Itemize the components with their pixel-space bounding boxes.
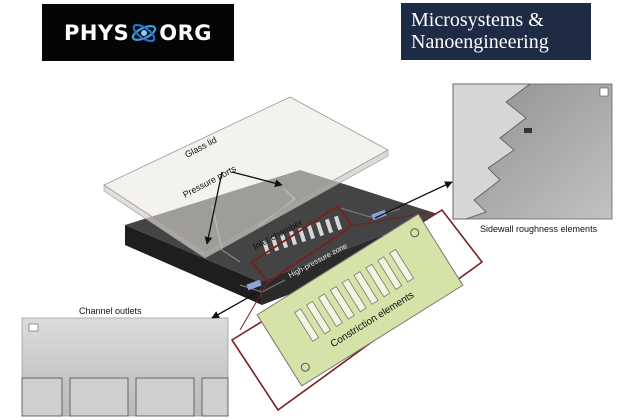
pressure-port-pointers xyxy=(204,171,283,245)
physorg-logo-left: PHYS xyxy=(63,20,130,45)
arrow-to-sidewall xyxy=(374,181,453,219)
physorg-swirl-icon xyxy=(132,23,157,42)
journal-logo-line2: Nanoengineering xyxy=(411,31,549,53)
inset-leader-line-2 xyxy=(239,281,269,331)
journal-logo: Microsystems & Nanoengineering xyxy=(401,3,591,60)
arrow-to-outlets xyxy=(211,291,259,319)
channel-outlets-label: Channel outlets xyxy=(79,306,142,316)
sidewall-sem-image xyxy=(452,83,613,220)
physorg-logo-right: ORG xyxy=(159,20,213,45)
sidewall-roughness-label: Sidewall roughness elements xyxy=(480,224,598,234)
constriction-inset: Constriction elements xyxy=(230,208,484,412)
journal-logo-line1: Microsystems & xyxy=(411,9,544,31)
channel-outlets-image xyxy=(21,317,229,417)
glass-lid xyxy=(103,96,389,259)
physorg-logo: PHYS ORG xyxy=(42,4,234,61)
